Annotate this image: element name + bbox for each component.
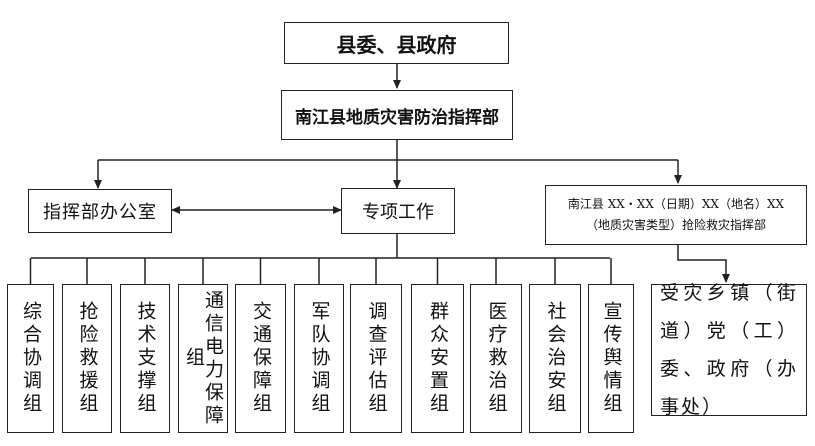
hq-office-box: 指挥部办公室 (28, 189, 172, 233)
work-group-7: 调查评估组 (350, 284, 402, 433)
work-group-9: 医疗救治组 (470, 284, 522, 433)
county-committee-box: 县委、县政府 (284, 22, 509, 64)
disaster-hq-box: 南江县地质灾害防治指挥部 (281, 90, 513, 140)
work-group-8: 群众安置组 (411, 284, 464, 433)
local-government-box: 受灾乡镇（街道）党（工）委、政府（办事处） (651, 282, 807, 418)
work-group-5: 交通保障组 (235, 284, 286, 433)
field-command-box: 南江县 XX・XX（日期）XX（地名）XX（地质灾害类型）抢险救灾指挥部 (545, 185, 807, 245)
arrow-field-to-local (677, 244, 730, 283)
work-group-4: 通信电力保障组 (178, 284, 228, 433)
work-group-11: 宣传舆情组 (588, 284, 634, 433)
work-group-10: 社会治安组 (529, 284, 581, 433)
work-group-2: 抢险救援组 (62, 284, 112, 433)
work-group-3: 技术支撑组 (120, 284, 170, 433)
special-work-box: 专项工作 (341, 188, 455, 234)
work-group-1: 综合协调组 (7, 284, 54, 433)
work-group-6: 军队协调组 (294, 284, 344, 433)
